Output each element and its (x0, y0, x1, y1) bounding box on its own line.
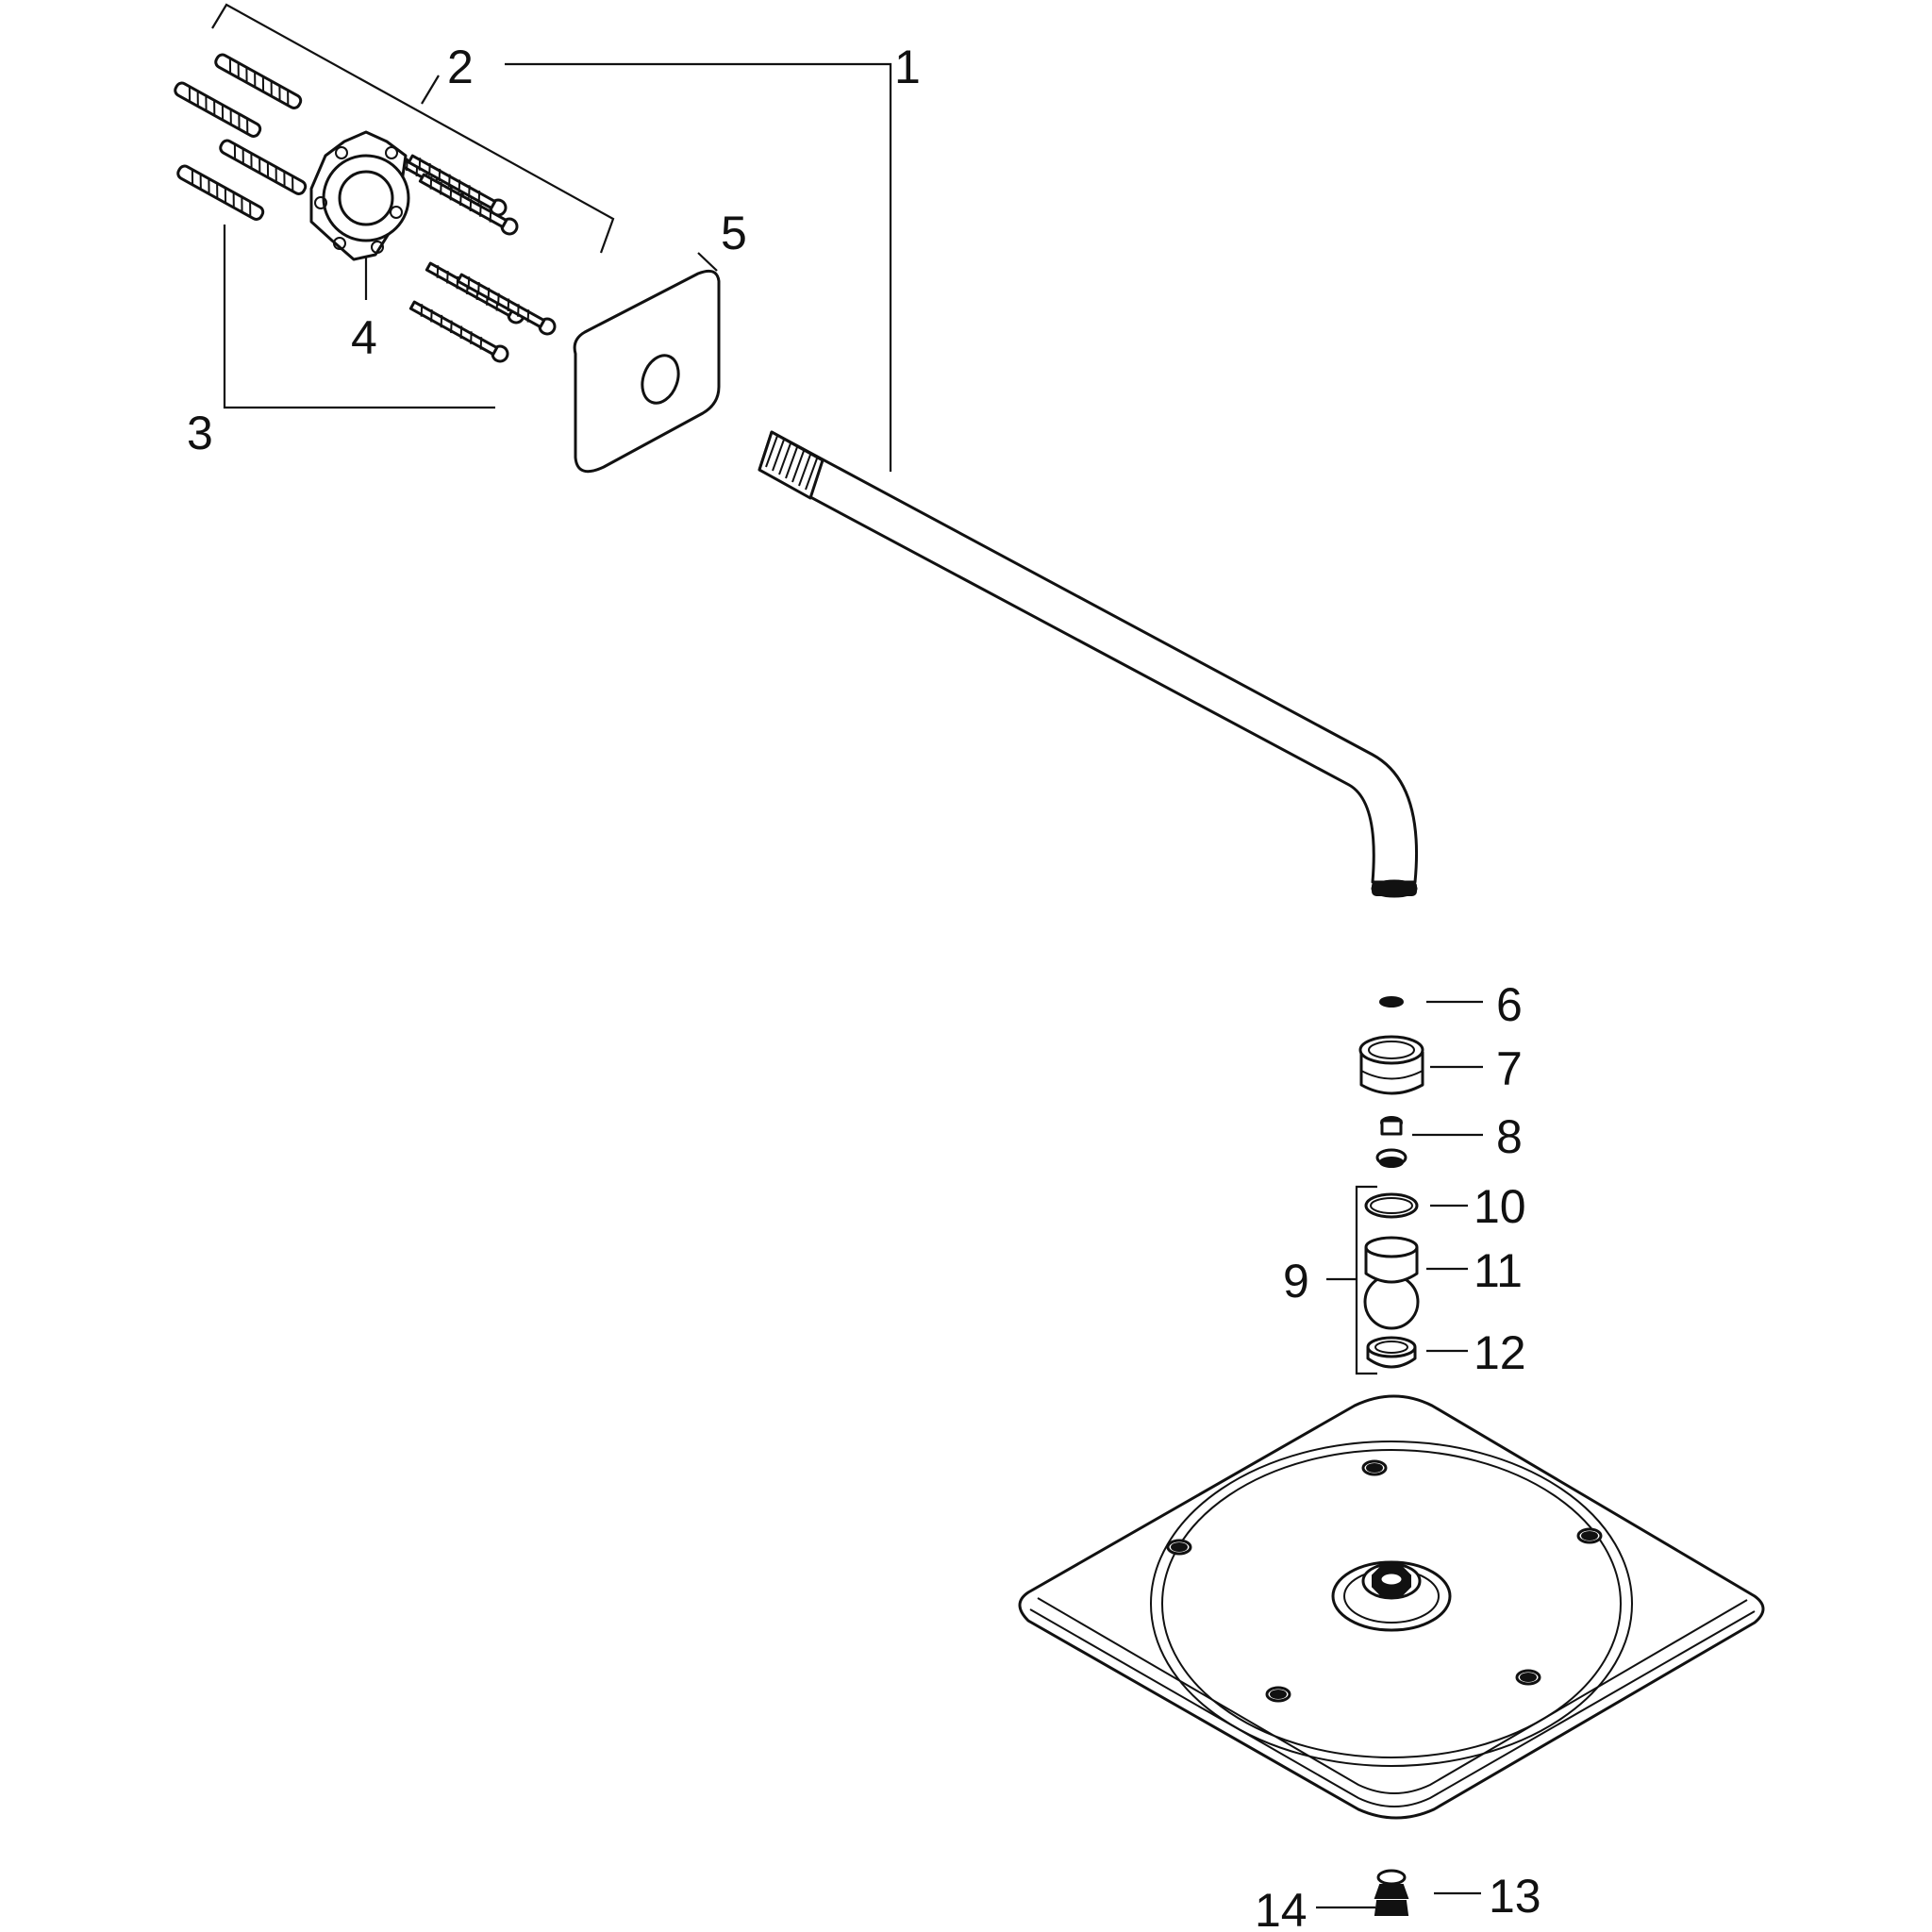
callout-4: 4 (351, 311, 377, 364)
callout-13: 13 (1489, 1870, 1541, 1923)
callout-10: 10 (1474, 1180, 1526, 1233)
connector-parts (1358, 996, 1424, 1369)
callout-12: 12 (1474, 1326, 1526, 1379)
callout-11: 11 (1474, 1244, 1523, 1297)
mounting-flange (309, 130, 410, 261)
callout-1: 1 (894, 41, 921, 93)
shower-arm (758, 430, 1419, 898)
leader-lines (211, 3, 1483, 1909)
callout-2: 2 (447, 41, 474, 93)
wall-screw-set (174, 53, 557, 363)
callout-14: 14 (1255, 1884, 1307, 1932)
callout-8: 8 (1496, 1110, 1523, 1163)
callout-labels: 1 2 3 4 5 6 7 8 9 10 11 12 13 14 (187, 41, 1541, 1932)
callout-9: 9 (1283, 1255, 1309, 1307)
wall-rosette (573, 269, 721, 474)
bottom-fitting (1374, 1869, 1409, 1916)
callout-5: 5 (721, 207, 747, 259)
square-shower-head (1018, 1394, 1765, 1820)
callout-6: 6 (1496, 978, 1523, 1031)
callout-7: 7 (1496, 1042, 1523, 1095)
callout-3: 3 (187, 407, 213, 459)
